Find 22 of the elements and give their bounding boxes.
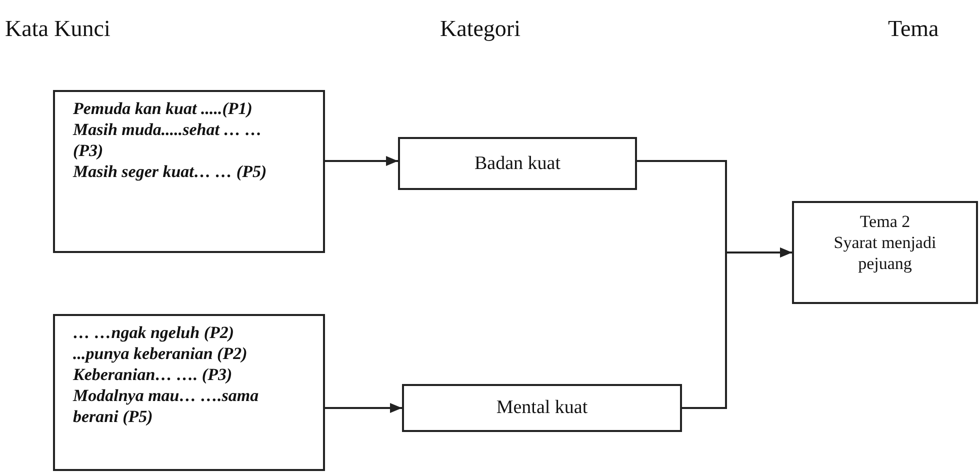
quote-box [53,314,325,471]
quote-text: ...punya keberanian (P2) [73,343,248,364]
arrow [325,156,398,166]
quote-text: Modalnya mau… ….sama berani (P5) [73,385,260,427]
column-heading: Tema [888,16,939,42]
theme-box [792,201,978,304]
quote-text: Masih muda.....sehat … …(P3) [73,119,263,161]
column-heading: Kategori [440,16,520,42]
category-box [402,384,682,432]
theme-text: Tema 2 [858,211,912,232]
category-label: Mental kuat [496,397,588,419]
quote-text: Masih seger kuat… … (P5) [73,161,268,182]
category-label: Badan kuat [474,152,560,174]
theme-text: Syarat menjadi pejuang [832,232,938,274]
arrow [325,403,402,413]
arrow [682,248,792,409]
quote-box [53,90,325,253]
category-box [398,137,637,190]
quote-text: Keberanian… …. (P3) [73,364,234,385]
column-heading: Kata Kunci [5,16,110,42]
quote-text: Pemuda kan kuat .....(P1) [73,98,254,119]
quote-text: … …ngak ngeluh (P2) [73,322,236,343]
